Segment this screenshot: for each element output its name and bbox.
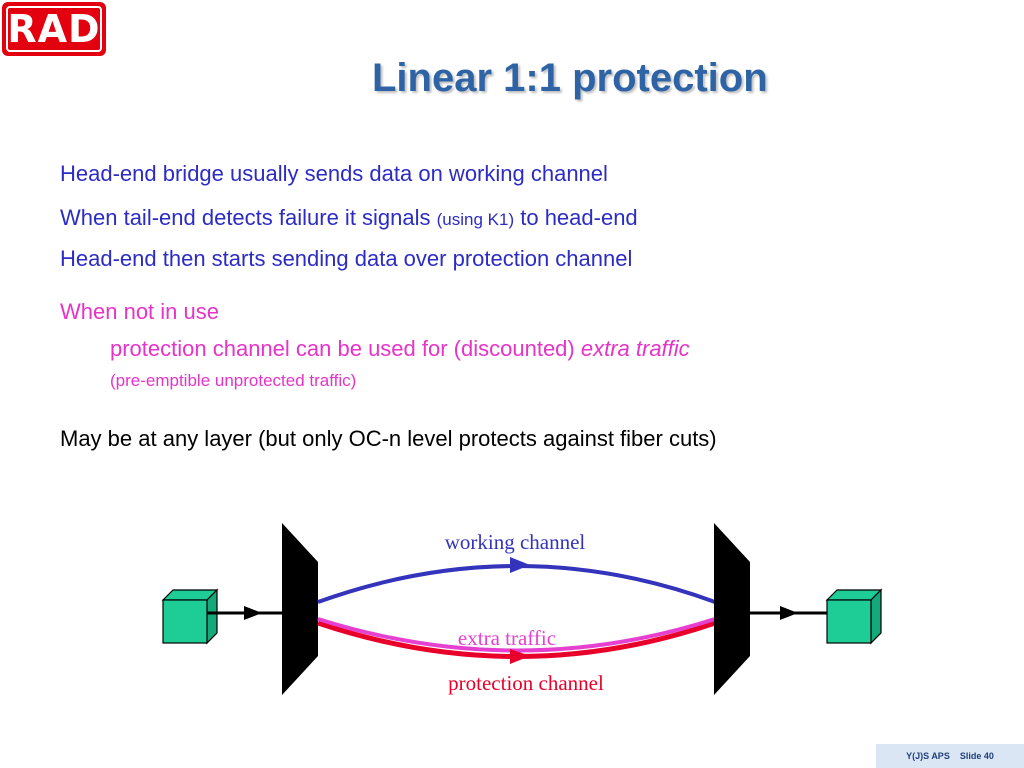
footer-deck-name: Y(J)S APS <box>906 751 950 761</box>
rad-logo-text: RAD <box>6 6 102 52</box>
bullet-line-2: When tail-end detects failure it signals… <box>60 205 638 231</box>
extra-traffic-path <box>317 617 716 653</box>
working-channel-path <box>317 564 716 604</box>
bullet-line-2-note: (using K1) <box>436 210 515 229</box>
rad-logo: RAD <box>2 2 106 56</box>
extra-traffic-label: extra traffic <box>458 626 556 650</box>
slide-title: Linear 1:1 protection <box>372 56 768 100</box>
bullet-line-7: May be at any layer (but only OC-n level… <box>60 426 717 451</box>
bullet-line-5-main: protection channel can be used for (disc… <box>110 336 581 361</box>
bullet-line-5-emphasis: extra traffic <box>580 336 690 361</box>
bullet-line-6: (pre-emptible unprotected traffic) <box>110 371 357 390</box>
bullet-line-4: When not in use <box>60 299 219 324</box>
protection-channel-label: protection channel <box>448 671 604 695</box>
left-bridge <box>282 523 318 695</box>
working-channel-arrow <box>510 557 530 573</box>
right-connector-arrow <box>750 606 828 620</box>
protection-channel-arrow <box>510 649 530 664</box>
working-channel-label: working channel <box>445 530 586 554</box>
right-node-cube <box>825 588 883 645</box>
bullet-line-2-main: When tail-end detects failure it signals <box>60 205 437 230</box>
protection-diagram: working channel extra traffic protection… <box>161 523 883 695</box>
right-bridge <box>714 523 750 695</box>
bullet-line-5: protection channel can be used for (disc… <box>110 336 690 362</box>
left-connector-arrow <box>207 606 285 620</box>
left-node-cube <box>161 588 219 645</box>
bullet-line-1: Head-end bridge usually sends data on wo… <box>60 161 608 186</box>
bullet-line-3: Head-end then starts sending data over p… <box>60 246 633 271</box>
footer-slide-number: Slide 40 <box>959 751 994 761</box>
bullet-line-2-end: to head-end <box>514 205 638 230</box>
slide-footer: Y(J)S APS Slide 40 <box>876 744 1024 768</box>
